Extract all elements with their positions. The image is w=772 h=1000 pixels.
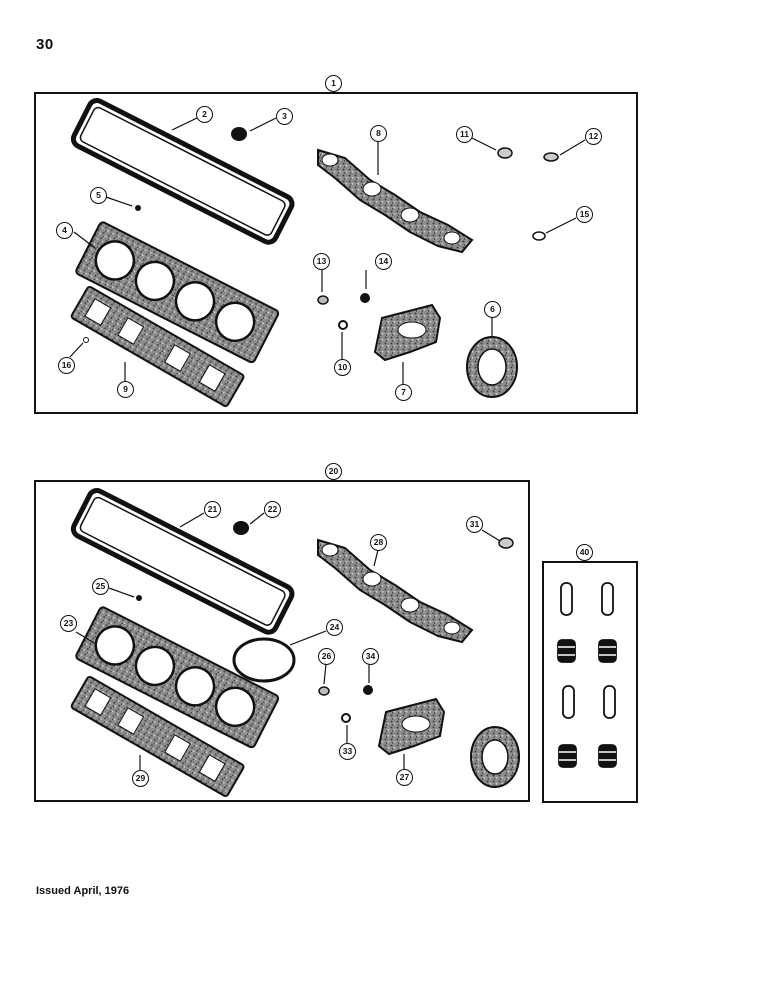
small-ring xyxy=(83,337,89,343)
callout-12: 12 xyxy=(585,128,602,145)
callout-10: 10 xyxy=(334,359,351,376)
exhaust-manifold-gasket xyxy=(317,148,474,254)
footer-issued-date: Issued April, 1976 xyxy=(36,885,130,897)
callout-24: 24 xyxy=(326,619,343,636)
callout-4: 4 xyxy=(56,222,73,239)
washer xyxy=(543,152,559,162)
callout-6: 6 xyxy=(484,301,501,318)
callout-7: 7 xyxy=(395,384,412,401)
valve-seals xyxy=(557,582,617,768)
callout-2: 2 xyxy=(196,106,213,123)
kit-1-frame xyxy=(34,92,638,414)
grommet xyxy=(231,127,247,141)
callout-21: 21 xyxy=(204,501,221,518)
kit-20-leaders xyxy=(75,512,501,770)
kit-40-callout: 40 xyxy=(576,544,593,561)
kit-20-frame xyxy=(34,480,530,802)
head-gasket-20 xyxy=(75,606,280,749)
callout-11: 11 xyxy=(456,126,473,143)
intake-manifold-gasket-20 xyxy=(70,676,245,797)
callout-16: 16 xyxy=(58,357,75,374)
callout-28: 28 xyxy=(370,534,387,551)
callout-14: 14 xyxy=(375,253,392,270)
round-gasket xyxy=(466,336,518,398)
valve-cover-gasket-20 xyxy=(70,488,295,635)
housing-gasket xyxy=(373,303,442,362)
kit-20-callout: 20 xyxy=(325,463,342,480)
page-number: 30 xyxy=(36,36,54,53)
cap-seal xyxy=(497,147,513,159)
callout-13: 13 xyxy=(313,253,330,270)
callout-27: 27 xyxy=(396,769,413,786)
callout-3: 3 xyxy=(276,108,293,125)
valve-cover-gasket xyxy=(70,98,295,245)
small-seal xyxy=(135,205,141,211)
housing-gasket-20 xyxy=(377,697,446,756)
callout-9: 9 xyxy=(117,381,134,398)
callout-15: 15 xyxy=(576,206,593,223)
round-gasket-20 xyxy=(470,726,520,788)
intake-manifold-gasket xyxy=(70,286,245,407)
callout-33: 33 xyxy=(339,743,356,760)
callout-31: 31 xyxy=(466,516,483,533)
callout-29: 29 xyxy=(132,770,149,787)
exhaust-manifold-gasket-20 xyxy=(317,538,474,644)
head-gasket xyxy=(75,221,280,364)
callout-8: 8 xyxy=(370,125,387,142)
callout-5: 5 xyxy=(90,187,107,204)
callout-22: 22 xyxy=(264,501,281,518)
callout-26: 26 xyxy=(318,648,335,665)
callout-34: 34 xyxy=(362,648,379,665)
kit-40-frame xyxy=(542,561,638,803)
kit-1-callout: 1 xyxy=(325,75,342,92)
callout-25: 25 xyxy=(92,578,109,595)
callout-23: 23 xyxy=(60,615,77,632)
o-ring xyxy=(532,231,546,241)
large-o-ring xyxy=(232,637,296,683)
kit-1-leaders xyxy=(69,117,586,384)
